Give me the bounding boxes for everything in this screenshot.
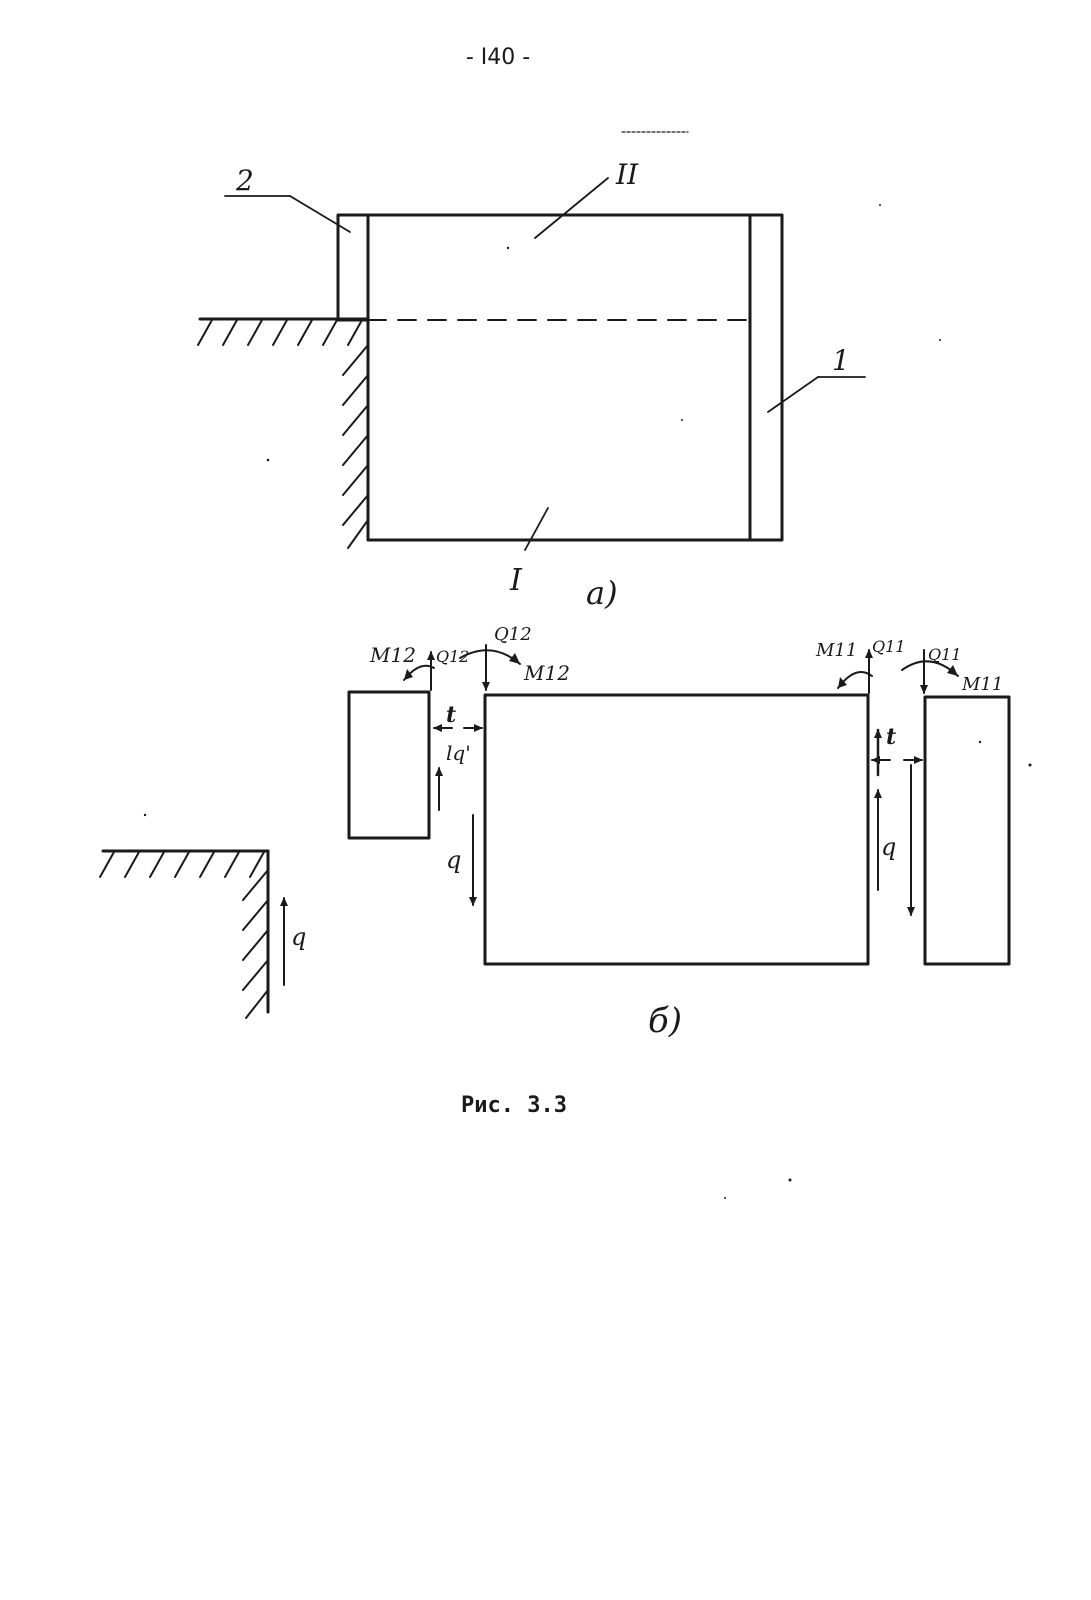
page-number: - I40 - [466,45,530,70]
t-left-label: t [446,702,456,728]
m11-right-label: M11 [961,674,1003,695]
label-1: 1 [832,344,850,377]
leader-2 [289,195,351,233]
lq-label: lq' [446,741,471,765]
m12-left-arrowhead [404,669,413,680]
support-wall-hatch [242,869,269,1019]
element-1 [748,213,784,542]
q-left-label: q [446,846,461,874]
q12-down-label: Q12 [494,624,532,645]
element-2-free [347,690,431,840]
m12-right-arrowhead [509,653,520,664]
figure-a: 2 II 1 I a) [197,158,866,612]
leader-II [534,177,609,239]
scan-specks [143,204,1032,1199]
q11-down-label: Q11 [928,645,961,664]
m11-left-arrowhead [838,677,847,688]
label-II: II [615,158,639,191]
q11-up-label: Q11 [872,637,905,656]
element-1-free [923,695,1011,966]
ground-hatch [197,319,363,346]
support-ground-hatch [99,851,265,878]
q-right-label: q [881,833,896,861]
support-q-label: q [291,923,306,951]
figure-caption: Рис. 3.3 [461,1093,567,1118]
q12-up-label: Q12 [436,647,469,666]
figure-b-label: б) [648,1001,682,1041]
m11-left-label: M11 [815,640,857,661]
figure-a-label: a) [586,574,618,612]
wall-hatch [342,344,369,549]
t-right-label: t [886,724,896,750]
element-2 [336,213,370,322]
label-2: 2 [235,164,254,197]
body-block [366,213,752,542]
leader-1 [767,376,819,413]
m12-right-label: M12 [523,661,570,685]
m11-right-arrowhead [947,665,958,676]
figure-b: Q12 Q12 M12 M12 t lq' q Q11 Q11 M11 [99,624,1011,1041]
body-block-free [483,693,870,966]
leader-I [524,507,549,551]
label-I: I [509,563,523,598]
m12-left-label: M12 [369,643,416,667]
